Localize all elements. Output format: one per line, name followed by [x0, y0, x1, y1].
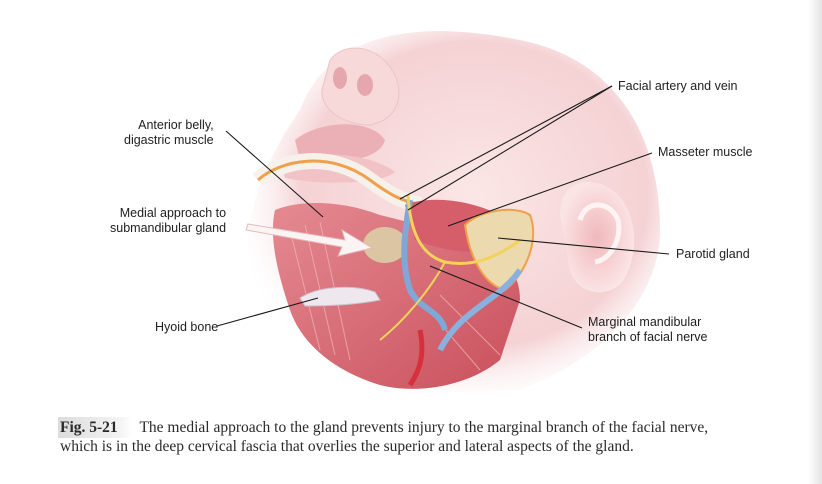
- facial-vein: [401, 199, 523, 352]
- caption-line-2: which is in the deep cervical fascia tha…: [60, 438, 634, 455]
- label-marginal-mandibular: Marginal mandibular branch of facial ner…: [588, 315, 708, 345]
- leader-marginal-mandibular: [429, 265, 583, 329]
- submandibular-gland: [363, 227, 407, 263]
- label-line: branch of facial nerve: [588, 330, 708, 344]
- leader-anterior-belly: [225, 130, 324, 218]
- parotid-gland: [463, 208, 535, 292]
- label-line: Anterior belly,: [138, 118, 214, 132]
- anatomy-illustration: [216, 31, 670, 396]
- facial-artery: [407, 329, 425, 387]
- leader-facial-artery: [399, 85, 613, 200]
- figure-number: Fig. 5-21: [58, 417, 132, 438]
- label-facial-artery-vein: Facial artery and vein: [618, 79, 738, 93]
- page-edge-shadow: [808, 0, 822, 484]
- label-line: digastric muscle: [124, 133, 214, 147]
- leader-parotid: [497, 237, 670, 255]
- label-line: Medial approach to: [119, 206, 227, 220]
- leader-lines: [216, 85, 670, 329]
- label-line: Marginal mandibular: [588, 315, 702, 329]
- leader-hyoid: [216, 297, 319, 327]
- ear: [560, 182, 635, 293]
- label-medial-approach: Medial approach to submandibular gland: [110, 206, 226, 236]
- hyoid-bone: [299, 286, 381, 307]
- figure-caption: Fig. 5-21 The medial approach to the gla…: [58, 417, 820, 456]
- leader-facial-vein: [407, 85, 613, 211]
- anatomical-figure: Anterior belly, digastric muscle Medial …: [110, 31, 753, 396]
- leader-masseter: [447, 152, 653, 227]
- label-masseter-muscle: Masseter muscle: [658, 145, 753, 159]
- caption-text-1: The medial approach to the gland prevent…: [139, 419, 709, 436]
- nose: [321, 47, 400, 126]
- marginal-mandibular-nerve: [379, 194, 521, 341]
- label-anterior-belly: Anterior belly, digastric muscle: [124, 118, 214, 148]
- label-hyoid-bone: Hyoid bone: [155, 320, 219, 334]
- medial-approach-arrow: [245, 223, 374, 257]
- label-parotid-gland: Parotid gland: [676, 247, 750, 261]
- caption-line-1: Fig. 5-21 The medial approach to the gla…: [58, 417, 820, 438]
- label-line: submandibular gland: [110, 221, 227, 235]
